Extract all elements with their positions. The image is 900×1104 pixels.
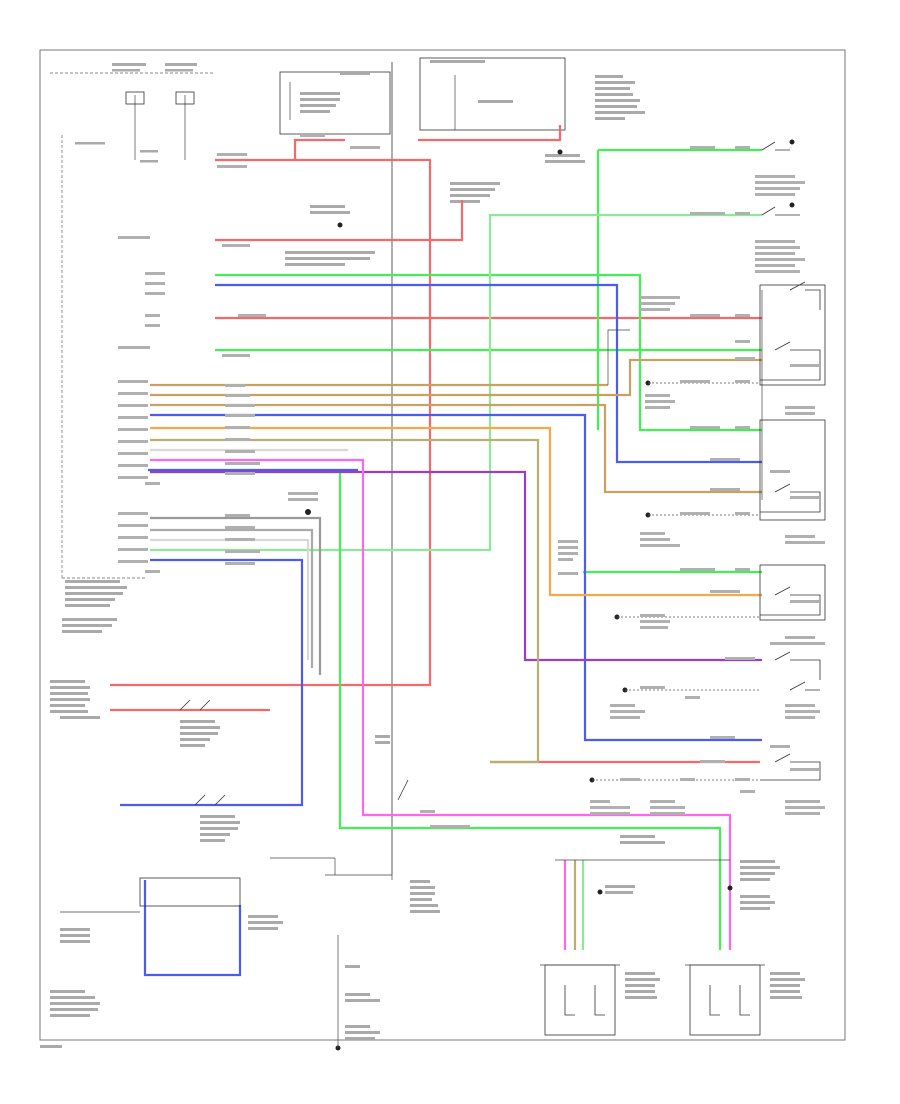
- wire-gray-2: [150, 528, 314, 668]
- lower-right-switch-modules: [540, 835, 805, 1036]
- wire-red-upper-right: [418, 125, 562, 142]
- wire-tan-2: [150, 403, 762, 494]
- wire-blue-2: [150, 413, 762, 742]
- ground-icon: [789, 202, 795, 208]
- ground-icon: [305, 509, 311, 515]
- gray-wires: [150, 290, 763, 675]
- ground-points: [305, 139, 795, 1051]
- ground-icon: [337, 222, 343, 228]
- wire-green-1: [215, 273, 762, 432]
- wire-olive-1: [150, 438, 540, 764]
- wire-purple: [150, 470, 762, 662]
- diagram-label-blocks: [118, 134, 825, 828]
- ground-icon: [789, 139, 795, 145]
- wire-white-1: [150, 538, 310, 660]
- power-distribution-block: [50, 63, 215, 633]
- wire-red-relay: [293, 138, 345, 160]
- wire-red-main: [110, 158, 432, 687]
- wire-gray-1: [150, 516, 322, 675]
- top-relay-box: [279, 57, 645, 266]
- wire-tan-1: [150, 358, 762, 397]
- wire-blue-3: [120, 558, 304, 807]
- orange-tan-wires: [150, 358, 762, 950]
- ground-icon: [557, 149, 563, 155]
- blue-wires: [120, 283, 762, 977]
- ground-icon: [597, 889, 603, 895]
- red-power-wires: [110, 125, 762, 764]
- wire-green-5: [150, 213, 762, 552]
- wire-thin-1: [607, 329, 630, 385]
- lower-control-module: [40, 680, 440, 1048]
- wire-red-top: [215, 200, 464, 242]
- right-side-switches: [759, 141, 826, 781]
- wire-blue-4: [143, 880, 242, 977]
- wire-orange-1: [150, 426, 762, 597]
- diagram-border: [39, 49, 846, 1041]
- wire-blue-1: [215, 283, 762, 464]
- ground-icon: [727, 885, 733, 891]
